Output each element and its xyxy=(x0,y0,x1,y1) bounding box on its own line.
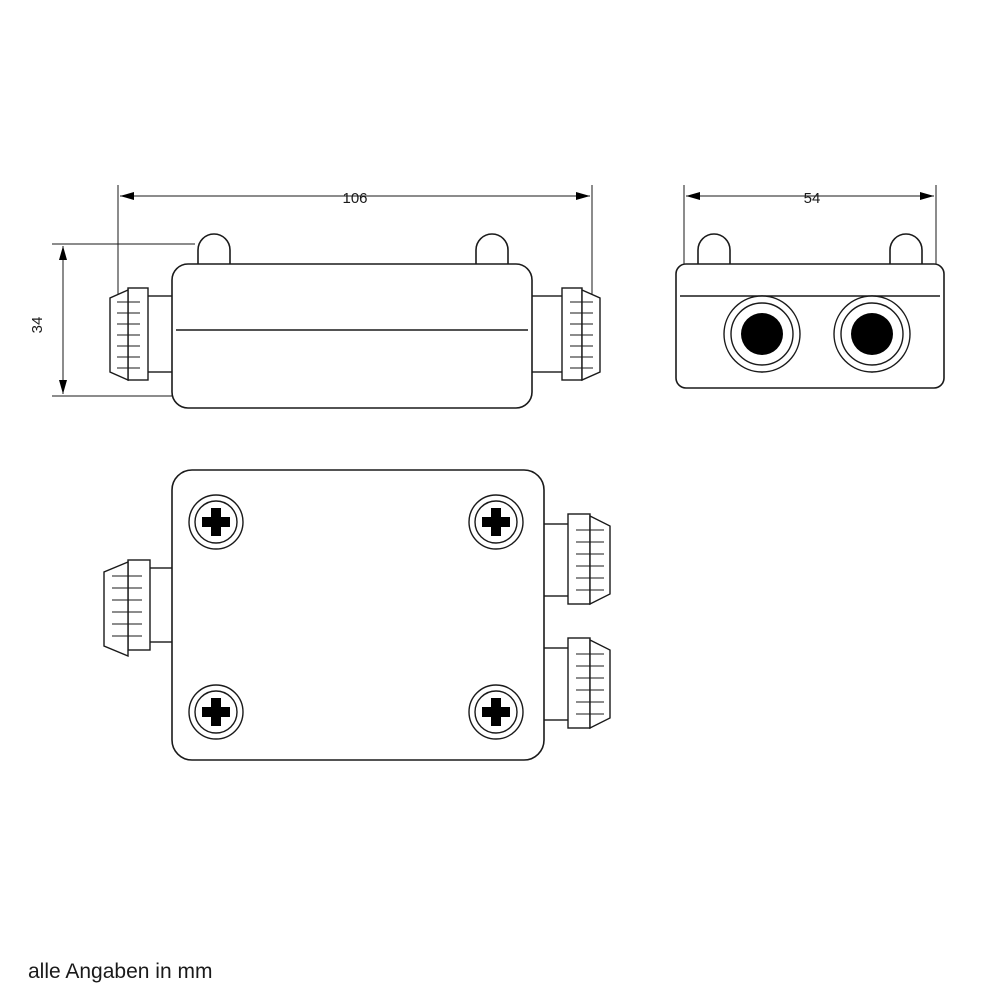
mounting-boss-left-side xyxy=(697,233,731,269)
mounting-boss-right-side xyxy=(889,233,923,269)
arrow-right-106 xyxy=(576,192,590,200)
cable-gland-hex-left xyxy=(723,295,801,373)
arrow-bottom-34 xyxy=(59,380,67,394)
cable-gland-hex-right xyxy=(833,295,911,373)
arrow-right-54 xyxy=(920,192,934,200)
screw-bottom-left xyxy=(188,684,244,740)
screw-top-right xyxy=(468,494,524,550)
enclosure-lid-plan xyxy=(171,469,545,761)
screw-top-left xyxy=(188,494,244,550)
cable-gland-right-upper-plan xyxy=(535,513,611,606)
side-elevation-view: 54 xyxy=(675,185,945,389)
front-elevation-view: 106 34 xyxy=(29,185,601,409)
arrow-left-106 xyxy=(120,192,134,200)
mounting-boss-right-front xyxy=(475,233,509,269)
units-note: alle Angaben in mm xyxy=(28,960,212,983)
arrow-left-54 xyxy=(686,192,700,200)
screw-bottom-right xyxy=(468,684,524,740)
dimension-label-34: 34 xyxy=(29,317,46,334)
cable-gland-right-front xyxy=(527,287,601,382)
arrow-top-34 xyxy=(59,246,67,260)
mounting-boss-left-front xyxy=(197,233,231,269)
cable-gland-right-lower-plan xyxy=(535,637,611,730)
top-plan-view xyxy=(103,469,611,761)
dimension-label-54: 54 xyxy=(804,190,821,207)
dimension-label-106: 106 xyxy=(342,190,367,207)
cable-gland-left-front xyxy=(109,287,181,382)
enclosure-body-front xyxy=(171,263,533,409)
